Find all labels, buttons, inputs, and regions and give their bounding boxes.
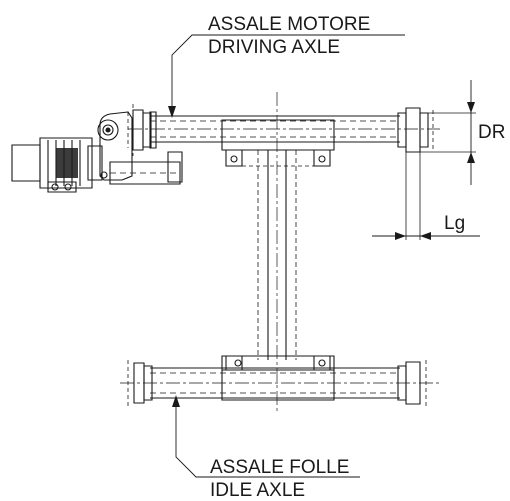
idle-axle <box>120 356 440 406</box>
idle-left-wheel <box>128 360 152 406</box>
leader-driving-axle <box>168 35 405 118</box>
central-beam <box>258 92 296 412</box>
driving-axle-label-it: ASSALE MOTORE <box>208 14 371 35</box>
dimension-dr <box>420 80 476 185</box>
gear-motor <box>12 112 182 192</box>
idle-axle-label-it: ASSALE FOLLE <box>210 457 350 478</box>
leader-idle-axle <box>172 395 360 477</box>
driving-left-wheel <box>128 104 156 156</box>
idle-right-wheel <box>398 360 426 406</box>
dimension-lg <box>372 152 480 240</box>
driving-axle-label-en: DRIVING AXLE <box>208 37 340 58</box>
lg-dimension-label: Lg <box>444 213 466 234</box>
driving-axle <box>128 104 440 166</box>
dr-dimension-label: DR <box>478 122 506 143</box>
idle-axle-label-en: IDLE AXLE <box>210 480 306 501</box>
driving-right-wheel <box>398 108 433 152</box>
